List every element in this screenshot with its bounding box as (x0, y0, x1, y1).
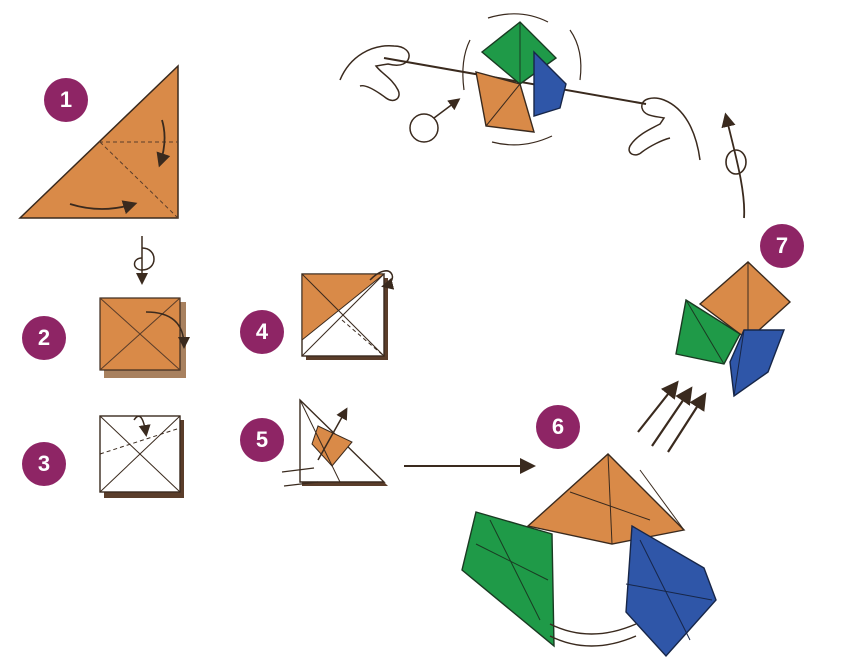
hand-icon (340, 46, 409, 101)
step-1-badge: 1 (44, 78, 88, 122)
hand-icon (629, 98, 700, 160)
step-5-diagram (282, 400, 388, 486)
motion-lines-icon (463, 40, 470, 90)
step-5-badge: 5 (240, 418, 284, 462)
step-1-diagram (20, 66, 178, 218)
step-4-badge: 4 (240, 310, 284, 354)
step-7-diagram (676, 262, 790, 396)
step-6-badge: 6 (536, 405, 580, 449)
step-7-blue-unit (730, 330, 784, 396)
step-6-orange-unit (528, 454, 684, 544)
step-3-diagram (100, 416, 184, 498)
step-7-badge: 7 (760, 224, 804, 268)
step-2-diagram (100, 298, 186, 378)
step-4-diagram (302, 271, 392, 360)
spin-direction-icon (410, 114, 438, 142)
assembly-arrows (638, 384, 704, 452)
spinning-assembly (340, 14, 700, 160)
step-3-badge: 3 (22, 442, 66, 486)
flip-over-icon (135, 236, 155, 282)
step-6-green-unit (462, 512, 554, 646)
step-6-blue-unit (626, 526, 716, 656)
step-6-diagram (462, 454, 716, 656)
flip-over-icon (726, 116, 746, 218)
step-2-badge: 2 (22, 316, 66, 360)
